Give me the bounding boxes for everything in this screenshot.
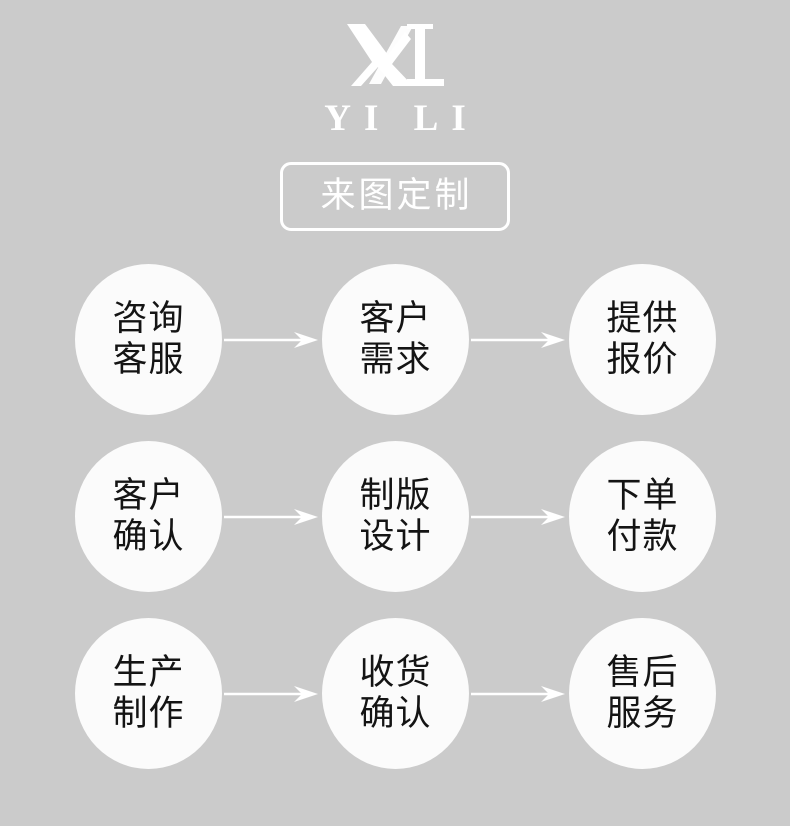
custom-from-image-badge: 来图定制 bbox=[280, 162, 510, 231]
flow-node-line: 设计 bbox=[359, 516, 432, 556]
flow-node-line: 客户 bbox=[359, 298, 432, 338]
arrow-right-icon bbox=[222, 683, 322, 705]
flow-node[interactable]: 收货 确认 bbox=[321, 618, 469, 769]
flow-node[interactable]: 制版 设计 bbox=[321, 441, 469, 592]
flow-node[interactable]: 咨询 客服 bbox=[74, 264, 222, 415]
brand-name: YI LI bbox=[324, 98, 479, 139]
flow-node-line: 售后 bbox=[606, 652, 679, 692]
flow-node[interactable]: 客户 确认 bbox=[74, 441, 222, 592]
flow-node-line: 收货 bbox=[359, 652, 432, 692]
brand-header: YI LI bbox=[0, 22, 790, 137]
flow-node-line: 报价 bbox=[606, 339, 679, 379]
flow-node-line: 咨询 bbox=[112, 298, 185, 338]
arrow-right-icon bbox=[222, 506, 322, 528]
arrow-right-icon bbox=[469, 683, 569, 705]
process-flow: 咨询 客服 客户 需求 提供 报价 bbox=[0, 264, 790, 769]
flow-node[interactable]: 客户 需求 bbox=[321, 264, 469, 415]
flow-node-line: 付款 bbox=[606, 516, 679, 556]
arrow-right-icon bbox=[469, 506, 569, 528]
flow-node-line: 生产 bbox=[112, 652, 185, 692]
flow-row: 客户 确认 制版 设计 下单 付款 bbox=[0, 441, 790, 592]
flow-node[interactable]: 生产 制作 bbox=[74, 618, 222, 769]
flow-node-line: 提供 bbox=[606, 298, 679, 338]
flow-node[interactable]: 提供 报价 bbox=[568, 264, 716, 415]
flow-node-line: 确认 bbox=[359, 693, 432, 733]
flow-node-line: 服务 bbox=[606, 693, 679, 733]
flow-node-line: 下单 bbox=[606, 475, 679, 515]
arrow-right-icon bbox=[469, 329, 569, 351]
flow-node[interactable]: 下单 付款 bbox=[568, 441, 716, 592]
flow-node-line: 制作 bbox=[112, 693, 185, 733]
flow-node-line: 制版 bbox=[359, 475, 432, 515]
badge-row: 来图定制 bbox=[0, 162, 790, 231]
flow-row: 咨询 客服 客户 需求 提供 报价 bbox=[0, 264, 790, 415]
flow-node-line: 客服 bbox=[112, 339, 185, 379]
flow-node[interactable]: 售后 服务 bbox=[568, 618, 716, 769]
flow-node-line: 客户 bbox=[112, 475, 185, 515]
flow-node-line: 需求 bbox=[359, 339, 432, 379]
flow-row: 生产 制作 收货 确认 售后 服务 bbox=[0, 618, 790, 769]
yl-monogram-icon bbox=[341, 22, 449, 88]
arrow-right-icon bbox=[222, 329, 322, 351]
flow-node-line: 确认 bbox=[112, 516, 185, 556]
